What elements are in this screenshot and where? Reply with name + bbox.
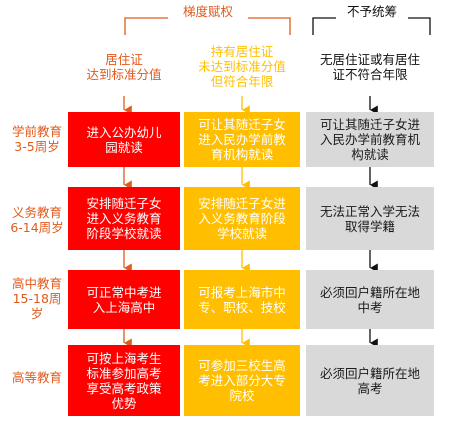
cell-compulsory-unqualified: 无法正常入学无法 取得学籍 — [306, 187, 434, 250]
row-label-preschool: 学前教育 3-5周岁 — [11, 124, 62, 154]
group-title-gradient: 梯度赋权 — [168, 5, 248, 19]
row-label-higher: 高等教育 — [11, 370, 62, 385]
cell-highschool-qualified: 可正常中考进 入上海高中 — [68, 270, 180, 329]
cell-compulsory-qualified: 安排随迁子女 进入义务教育 阶段学校就读 — [68, 187, 180, 250]
group-title-none: 不予统筹 — [336, 5, 408, 19]
column-heading-partial: 持有居住证 未达到标准分值 但符合年限 — [198, 44, 286, 89]
cell-highschool-partial: 可报考上海市中 专、职校、技校 — [184, 270, 300, 329]
column-heading-unqualified: 无居住证或有居住 证不符合年限 — [319, 52, 420, 82]
cell-highschool-unqualified: 必须回户籍所在地 中考 — [306, 270, 434, 329]
cell-higher-partial: 可参加三校生高 考进入部分大专 院校 — [184, 345, 300, 416]
cell-preschool-qualified: 进入公办幼儿 园就读 — [68, 112, 180, 167]
row-label-highschool: 高中教育 15-18周 岁 — [11, 276, 62, 321]
cell-preschool-unqualified: 可让其随迁子女进 入民办学前教育机 构就读 — [306, 112, 434, 167]
cell-preschool-partial: 可让其随迁子女 进入民办学前教 育机构就读 — [184, 112, 300, 167]
brace-none — [312, 17, 431, 35]
column-heading-qualified: 居住证 达到标准分值 — [86, 52, 162, 82]
cell-higher-unqualified: 必须回户籍所在地 高考 — [306, 345, 434, 416]
row-label-compulsory: 义务教育 6-14周岁 — [10, 205, 64, 235]
cell-compulsory-partial: 安排随迁子女进 入义务教育阶段 学校就读 — [184, 187, 300, 250]
cell-higher-qualified: 可按上海考生 标准参加高考 享受高考政策 优势 — [68, 345, 180, 416]
brace-gradient — [124, 17, 291, 35]
